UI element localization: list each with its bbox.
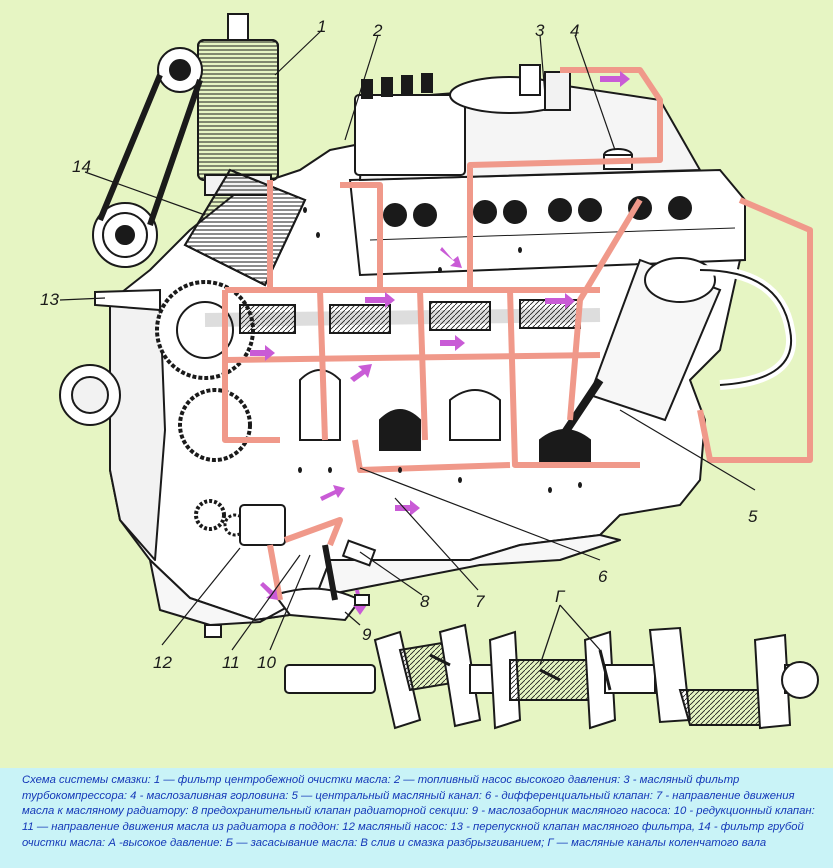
leader-lines [59,29,756,651]
label-3: 3 [535,21,545,40]
label-8: 8 [420,592,430,611]
diagram-caption: Схема системы смазки: 1 — фильтр центроб… [0,768,833,868]
label-10: 10 [257,653,276,672]
drain-bolts [204,594,370,638]
piston-cutaway [556,257,797,443]
label-crank-channels: Г [555,587,566,606]
label-6: 6 [598,567,608,586]
crank-oil-channel-lines [429,649,612,691]
rocker-row [383,196,692,227]
crankshaft-illustration [284,604,819,730]
callout-labels: 1 2 3 4 14 13 5 6 7 8 9 10 11 12 Г [40,17,758,672]
label-1: 1 [317,17,326,36]
label-11: 11 [222,653,240,672]
crankshaft-in-block [204,299,601,466]
oil-flow-arrows [250,71,630,615]
label-9: 9 [362,625,372,644]
engine-lubrication-diagram: 1 2 3 4 14 13 5 6 7 8 9 10 11 12 Г [40,13,819,730]
oil-pan [149,534,621,626]
label-14: 14 [72,157,91,176]
centrifugal-oil-filter [197,13,279,196]
label-2: 2 [372,21,383,40]
valve-cover-ribs [369,227,736,241]
coarse-oil-filter [183,168,307,287]
label-13: 13 [40,290,59,309]
fuel-injection-pump [354,73,466,176]
label-5: 5 [748,507,758,526]
drive-belt [97,73,203,226]
oil-channels [222,67,813,601]
engine-mount [94,288,161,312]
oil-pump-assembly [239,504,377,622]
drive-pulleys [59,47,203,426]
oil-drops [298,207,582,493]
turbo-oil-filter [449,64,571,114]
caption-text: Схема системы смазки: 1 — фильтр центроб… [22,774,815,849]
label-4: 4 [570,21,579,40]
label-7: 7 [475,592,485,611]
label-12: 12 [153,653,172,672]
